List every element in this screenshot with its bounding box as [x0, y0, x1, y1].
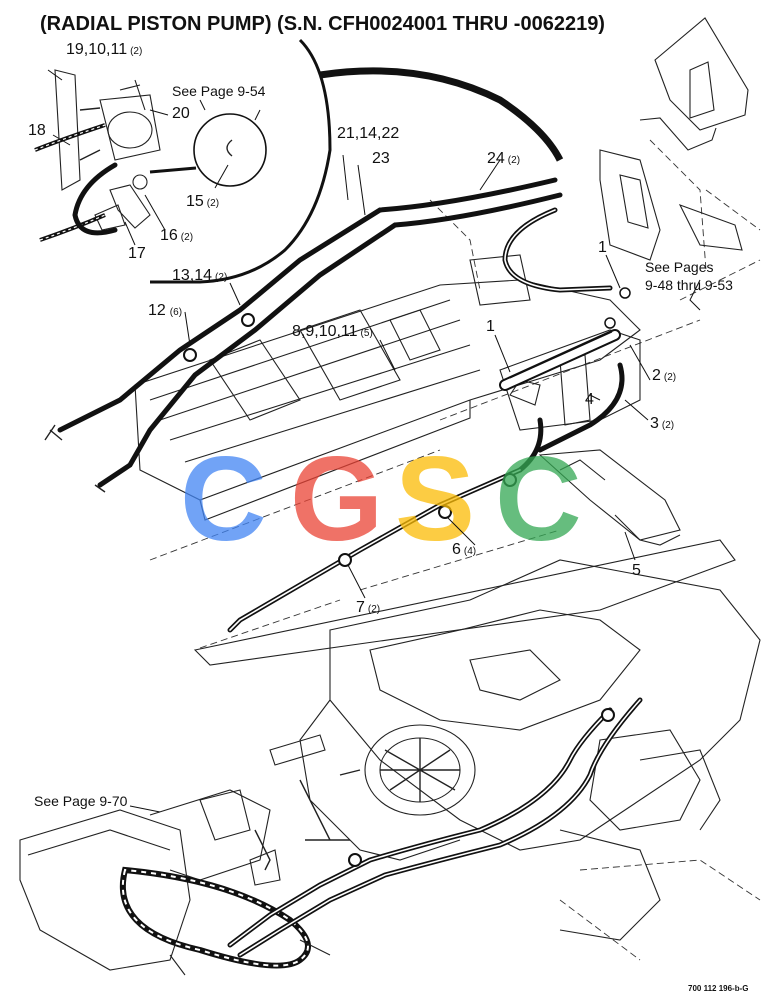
pump-detail-inset	[34, 38, 332, 284]
callout-7: 7(2)	[356, 599, 380, 616]
callout-18: 18	[28, 122, 46, 139]
callout-23: 23	[372, 150, 390, 167]
drawing-code: 700 112 196-b-G	[688, 984, 748, 993]
callout-20: 20	[172, 105, 190, 122]
callout-17: 17	[128, 245, 146, 262]
cgsc-watermark: C G S C	[180, 432, 582, 566]
watermark-letter-c: C	[180, 432, 267, 566]
callout-5: 5	[632, 562, 641, 579]
note-see-page-9-70: See Page 9-70	[34, 793, 128, 809]
watermark-letter-g: G	[290, 432, 383, 566]
callout-21-14-22: 21,14,22	[337, 125, 399, 142]
watermark-letter-s: S	[395, 432, 475, 566]
note-see-pages-range: 9-48 thru 9-53	[645, 277, 733, 293]
callout-6: 6(4)	[452, 541, 476, 558]
callout-19-10-11: 19,10,11(2)	[66, 41, 142, 58]
callout-16: 16(2)	[160, 227, 193, 244]
callout-1-upper: 1	[598, 239, 607, 256]
callout-13-14: 13,14(2)	[172, 267, 227, 284]
callout-8-9-10-11: 8,9,10,11(5)	[292, 323, 373, 340]
callout-2: 2(2)	[652, 367, 676, 384]
note-see-pages: See Pages	[645, 259, 714, 275]
callout-1-lower: 1	[486, 318, 495, 335]
reference-notes: See Page 9-54 See Pages 9-48 thru 9-53 S…	[34, 83, 733, 809]
hydraulic-hoses	[44, 67, 643, 958]
diagram-title: (RADIAL PISTON PUMP) (S.N. CFH0024001 TH…	[40, 13, 605, 35]
watermark-letter-c2: C	[495, 432, 582, 566]
callout-15: 15(2)	[186, 193, 219, 210]
callout-12: 12(6)	[148, 302, 182, 319]
machine-frame-drawing	[19, 17, 761, 976]
leader-lines	[52, 109, 701, 813]
callout-labels: 19,10,11(2) 18 20 15(2) 16(2) 17 21,14,2…	[28, 41, 676, 616]
callout-24: 24(2)	[487, 150, 520, 167]
note-see-page-9-54: See Page 9-54	[172, 83, 266, 99]
callout-3: 3(2)	[650, 415, 674, 432]
callout-4: 4	[585, 391, 594, 408]
